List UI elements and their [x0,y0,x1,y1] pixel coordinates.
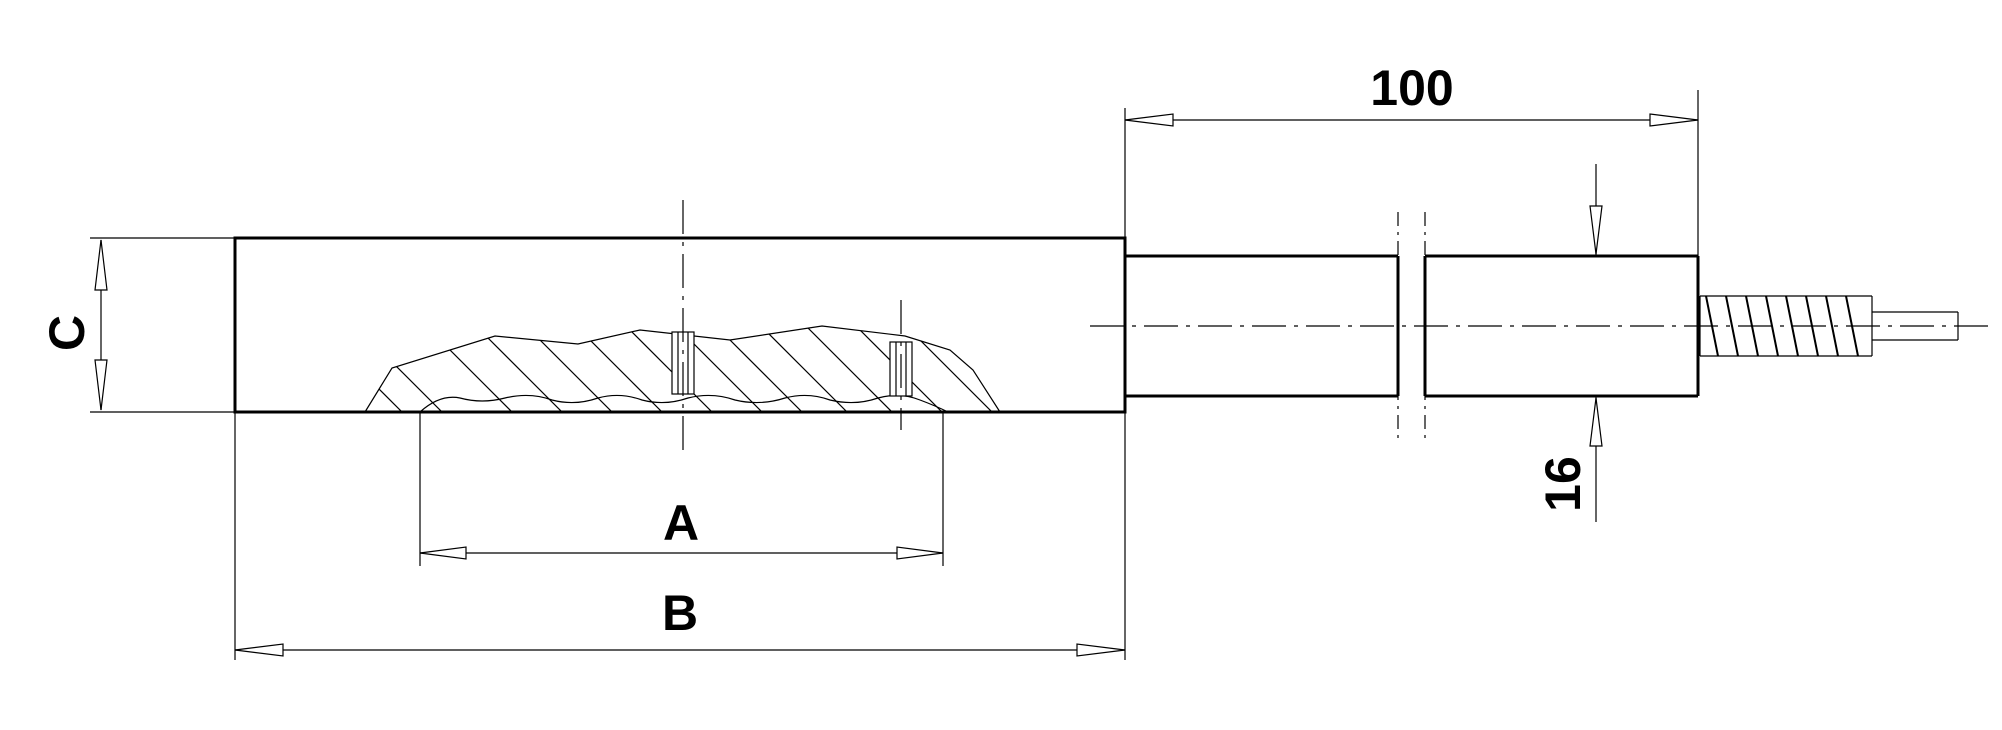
cylinder [1125,212,1700,440]
dimension-a: A [419,412,944,566]
load-cell-body [233,236,1127,414]
label-a: A [663,495,699,551]
label-length: 100 [1370,60,1453,116]
dimension-diameter: 16 [1535,164,1603,522]
label-b: B [662,585,698,641]
bore-wave-line [419,394,949,413]
label-c: C [39,315,95,351]
label-diameter: 16 [1535,456,1591,512]
cable-spring [1699,295,1873,357]
cable [1872,311,1959,341]
dimension-length: 100 [1124,60,1699,256]
body-outline [233,236,1127,414]
dimension-b: B [234,396,1126,660]
dimension-c: C [39,237,235,413]
section-boundary [364,325,1001,413]
